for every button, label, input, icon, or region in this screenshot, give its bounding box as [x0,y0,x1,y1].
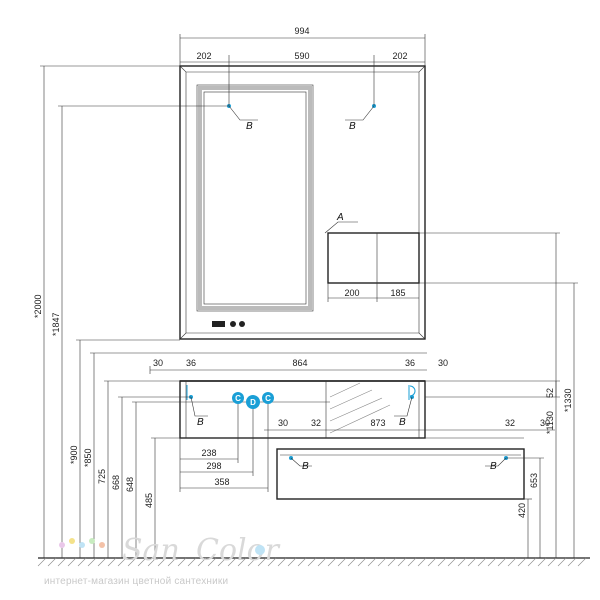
dim-h-52: 52 [545,388,555,398]
watermark-brand-san: San [122,533,180,568]
watermark: San Color интернет-магазин цветной санте… [44,533,281,587]
mirror-led-panel [196,84,314,312]
dim-height-2000: *2000 [33,294,43,318]
dim-h-420: 420 [517,503,527,518]
dim-low-30-left: 30 [278,418,288,428]
dim-height-1130: *1130 [545,411,555,434]
dim-top-36-right: 36 [405,358,415,368]
badge-c-right: C [265,394,271,403]
callout-b-drawer-left: B [302,461,309,472]
mirror-shelf [327,232,420,284]
mirror-cabinet [179,65,426,340]
dim-low-32-right: 32 [505,418,515,428]
dim-shelf-185: 185 [390,288,405,298]
badge-d: D [250,398,256,407]
dim-low-30-right: 30 [540,418,550,428]
callout-b-cabinet-right: B [399,417,406,428]
dim-top-864: 864 [292,358,307,368]
mirror-control-buttons [212,321,245,327]
vanity-lower-drawer [276,437,525,500]
dim-mirror-right: 202 [392,51,407,61]
dim-h-648: 648 [125,477,135,492]
connection-points [186,104,508,460]
callout-a-shelf: A [336,212,344,223]
watermark-color-dots-icon [59,538,105,548]
dim-h-485: 485 [144,493,154,508]
dim-low-873: 873 [370,418,385,428]
callout-b-drawer-right: B [490,461,497,472]
dim-mirror-left: 202 [196,51,211,61]
dim-h-725: 725 [97,469,107,484]
connection-badges: C D C [232,392,274,409]
dim-height-850: *850 [83,448,93,467]
dim-h-668: 668 [111,475,121,490]
dim-h-653: 653 [529,473,539,488]
dim-total-width: 994 [294,26,309,36]
dim-height-900: *900 [69,445,79,464]
floor [37,557,590,567]
dim-w-358: 358 [214,477,229,487]
watermark-tagline: интернет-магазин цветной сантехники [44,576,228,587]
dimension-lines [40,34,578,558]
callout-b-cabinet-left: B [197,417,204,428]
dim-w-298: 298 [206,461,221,471]
callout-leaders [190,105,507,467]
dim-w-238: 238 [201,448,216,458]
dim-height-1330: *1330 [563,388,573,412]
dim-shelf-200: 200 [344,288,359,298]
badge-c-left: C [235,394,241,403]
dim-top-36-left: 36 [186,358,196,368]
dim-mirror-middle: 590 [294,51,309,61]
callout-b-mirror-left: B [246,121,253,132]
dim-top-30-right: 30 [438,358,448,368]
dim-height-1847: *1847 [51,312,61,336]
watermark-brand-color: Color [196,533,281,568]
callout-b-mirror-right: B [349,121,356,132]
dim-low-32-left: 32 [311,418,321,428]
dim-top-30-left: 30 [153,358,163,368]
